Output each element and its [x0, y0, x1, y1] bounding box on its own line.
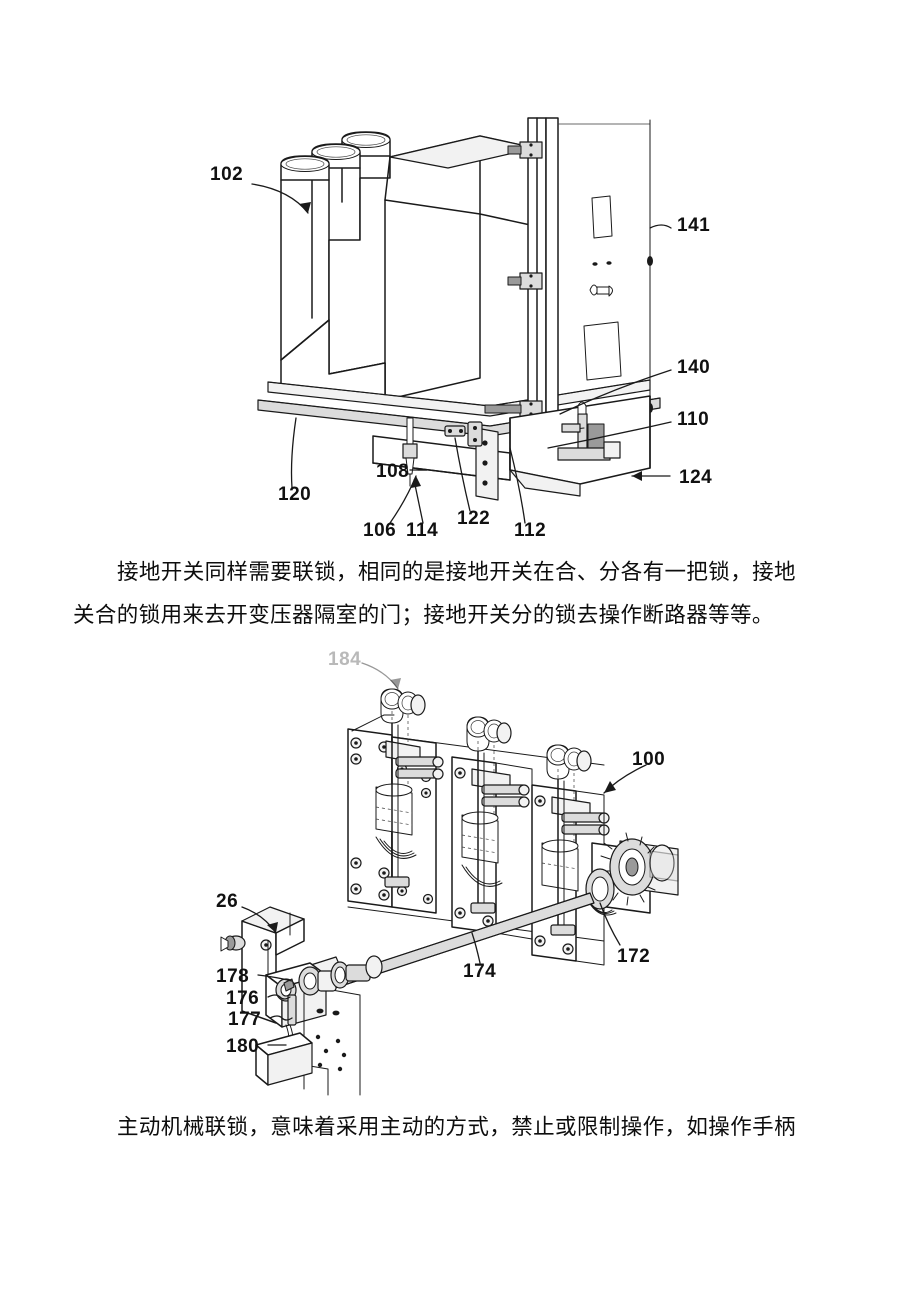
ref-label-100: 100 — [632, 749, 665, 770]
ref-label-122: 122 — [457, 508, 490, 529]
ref-label-176: 176 — [226, 988, 259, 1009]
hinge-lower — [484, 400, 543, 418]
rear-door-panel — [557, 123, 651, 125]
panel-access-window — [583, 321, 622, 381]
compartment-mechanism — [557, 401, 621, 461]
ref-label-184: 184 — [328, 649, 361, 670]
panel-indicator-dots — [592, 261, 612, 266]
ref-label-26: 26 — [216, 891, 238, 912]
ref-label-108: 108 — [376, 461, 409, 482]
ref-label-124: 124 — [679, 467, 712, 488]
paragraph-grounding-switch-interlock: 接地开关同样需要联锁，相同的是接地开关在合、分各有一把锁，接地 关合的锁用来去开… — [73, 551, 848, 637]
ref-label-178: 178 — [216, 966, 249, 987]
link-bar-112 — [467, 421, 483, 447]
pole-assembly-1 — [347, 688, 444, 914]
hinge-middle — [507, 272, 543, 290]
ref-label-110: 110 — [677, 409, 709, 430]
ref-label-120: 120 — [278, 484, 311, 505]
ref-label-172: 172 — [617, 946, 650, 967]
paragraph-2-line-1: 主动机械联锁，意味着采用主动的方式，禁止或限制操作，如操作手柄 — [117, 1115, 796, 1139]
leaders-figure-2 — [241, 662, 647, 1046]
lower-bracket-foot — [255, 1032, 313, 1086]
ref-label-114: 114 — [406, 520, 438, 541]
paragraph-1-line-1: 接地开关同样需要联锁，相同的是接地开关在合、分各有一把锁，接地 — [117, 560, 796, 584]
pole-assembly-2 — [451, 716, 533, 940]
ref-label-102: 102 — [210, 164, 243, 185]
actuator-rod-108 — [402, 417, 418, 487]
ref-label-180: 180 — [226, 1036, 259, 1057]
paragraph-1-line-2: 关合的锁用来去开变压器隔室的门；接地开关分的锁去操作断路器等等。 — [73, 603, 774, 627]
ref-label-174: 174 — [463, 961, 496, 982]
panel-slot-cutout — [591, 195, 613, 239]
leaders-figure-1 — [251, 183, 672, 524]
panel-knob — [589, 284, 613, 297]
pole-assembly-3 — [531, 744, 610, 966]
ref-label-177: 177 — [228, 1009, 261, 1030]
bushing-front — [280, 155, 330, 361]
link-bar-122 — [444, 425, 466, 437]
ref-label-141: 141 — [677, 215, 710, 236]
ref-label-140: 140 — [677, 357, 710, 378]
gear-drive-unit-172 — [585, 832, 679, 916]
shaft-bearing-hub — [298, 955, 383, 996]
ref-label-106: 106 — [363, 520, 396, 541]
left-bracket-26 — [220, 906, 305, 1024]
ref-label-112: 112 — [514, 520, 546, 541]
paragraph-active-mechanical-interlock: 主动机械联锁，意味着采用主动的方式，禁止或限制操作，如操作手柄 — [73, 1106, 848, 1149]
figure-switchgear-cabinet: 102 141 140 110 124 120 108 106 114 122 … — [180, 117, 740, 543]
figure-interlock-mechanism: 184 100 26 172 174 178 176 177 180 — [180, 645, 740, 1096]
front-lower-plate — [303, 984, 361, 1096]
hinge-upper — [507, 141, 543, 159]
